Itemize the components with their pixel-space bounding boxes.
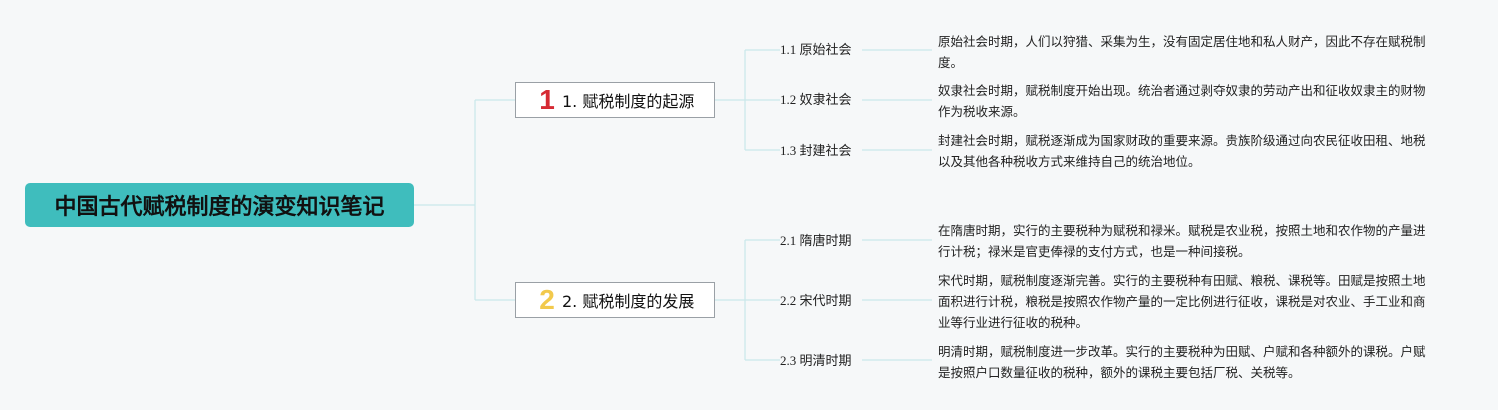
subtopic-primitive-society[interactable]: 1.1 原始社会 bbox=[780, 42, 852, 59]
root-title: 中国古代赋税制度的演变知识笔记 bbox=[54, 195, 385, 220]
subtopic-label: 明清时期 bbox=[799, 354, 852, 369]
subtopic-label: 奴隶社会 bbox=[799, 93, 852, 108]
branch-topic-development[interactable]: 2 2. 赋税制度的发展 bbox=[515, 282, 715, 318]
subtopic-sui-tang[interactable]: 2.1 隋唐时期 bbox=[780, 233, 852, 250]
root-topic[interactable]: 中国古代赋税制度的演变知识笔记 bbox=[25, 183, 414, 227]
number-2-icon: 2 bbox=[539, 284, 555, 315]
subtopic-song[interactable]: 2.2 宋代时期 bbox=[780, 293, 852, 310]
leaf-detail: 宋代时期，赋税制度逐渐完善。实行的主要税种有田赋、粮税、课税等。田赋是按照土地面… bbox=[938, 273, 1426, 330]
subtopic-number: 1.1 bbox=[780, 42, 797, 57]
leaf-detail: 奴隶社会时期，赋税制度开始出现。统治者通过剥夺奴隶的劳动产出和征收奴隶主的财物作… bbox=[938, 83, 1426, 119]
number-1-icon: 1 bbox=[539, 84, 555, 115]
subtopic-number: 1.3 bbox=[780, 143, 797, 158]
branch-1-connector bbox=[715, 49, 780, 151]
leaf-connectors bbox=[862, 49, 932, 361]
subtopic-feudal-society[interactable]: 1.3 封建社会 bbox=[780, 143, 852, 160]
subtopic-label: 原始社会 bbox=[799, 43, 852, 58]
branch-topic-origin[interactable]: 1 1. 赋税制度的起源 bbox=[515, 82, 715, 118]
subtopic-slave-society[interactable]: 1.2 奴隶社会 bbox=[780, 92, 852, 109]
subtopic-label: 封建社会 bbox=[799, 144, 852, 159]
subtopic-number: 2.3 bbox=[780, 353, 797, 368]
subtopic-number: 2.2 bbox=[780, 293, 797, 308]
leaf-detail: 原始社会时期，人们以狩猎、采集为生，没有固定居住地和私人财产，因此不存在赋税制度… bbox=[938, 34, 1426, 70]
leaf-detail: 在隋唐时期，实行的主要税种为赋税和禄米。赋税是农业税，按照土地和农作物的产量进行… bbox=[938, 223, 1426, 259]
leaf-detail: 明清时期，赋税制度进一步改革。实行的主要税种为田赋、户赋和各种额外的课税。户赋是… bbox=[938, 344, 1426, 380]
branch-label: 2. 赋税制度的发展 bbox=[562, 292, 695, 311]
branch-label: 1. 赋税制度的起源 bbox=[562, 92, 695, 111]
subtopic-label: 宋代时期 bbox=[799, 294, 852, 309]
root-connector bbox=[414, 99, 515, 301]
subtopic-label: 隋唐时期 bbox=[799, 234, 852, 249]
subtopic-ming-qing[interactable]: 2.3 明清时期 bbox=[780, 353, 852, 370]
leaf-detail: 封建社会时期，赋税逐渐成为国家财政的重要来源。贵族阶级通过向农民征收田租、地税以… bbox=[938, 133, 1426, 169]
subtopic-number: 2.1 bbox=[780, 233, 797, 248]
subtopic-number: 1.2 bbox=[780, 92, 797, 107]
branch-2-connector bbox=[715, 239, 780, 361]
